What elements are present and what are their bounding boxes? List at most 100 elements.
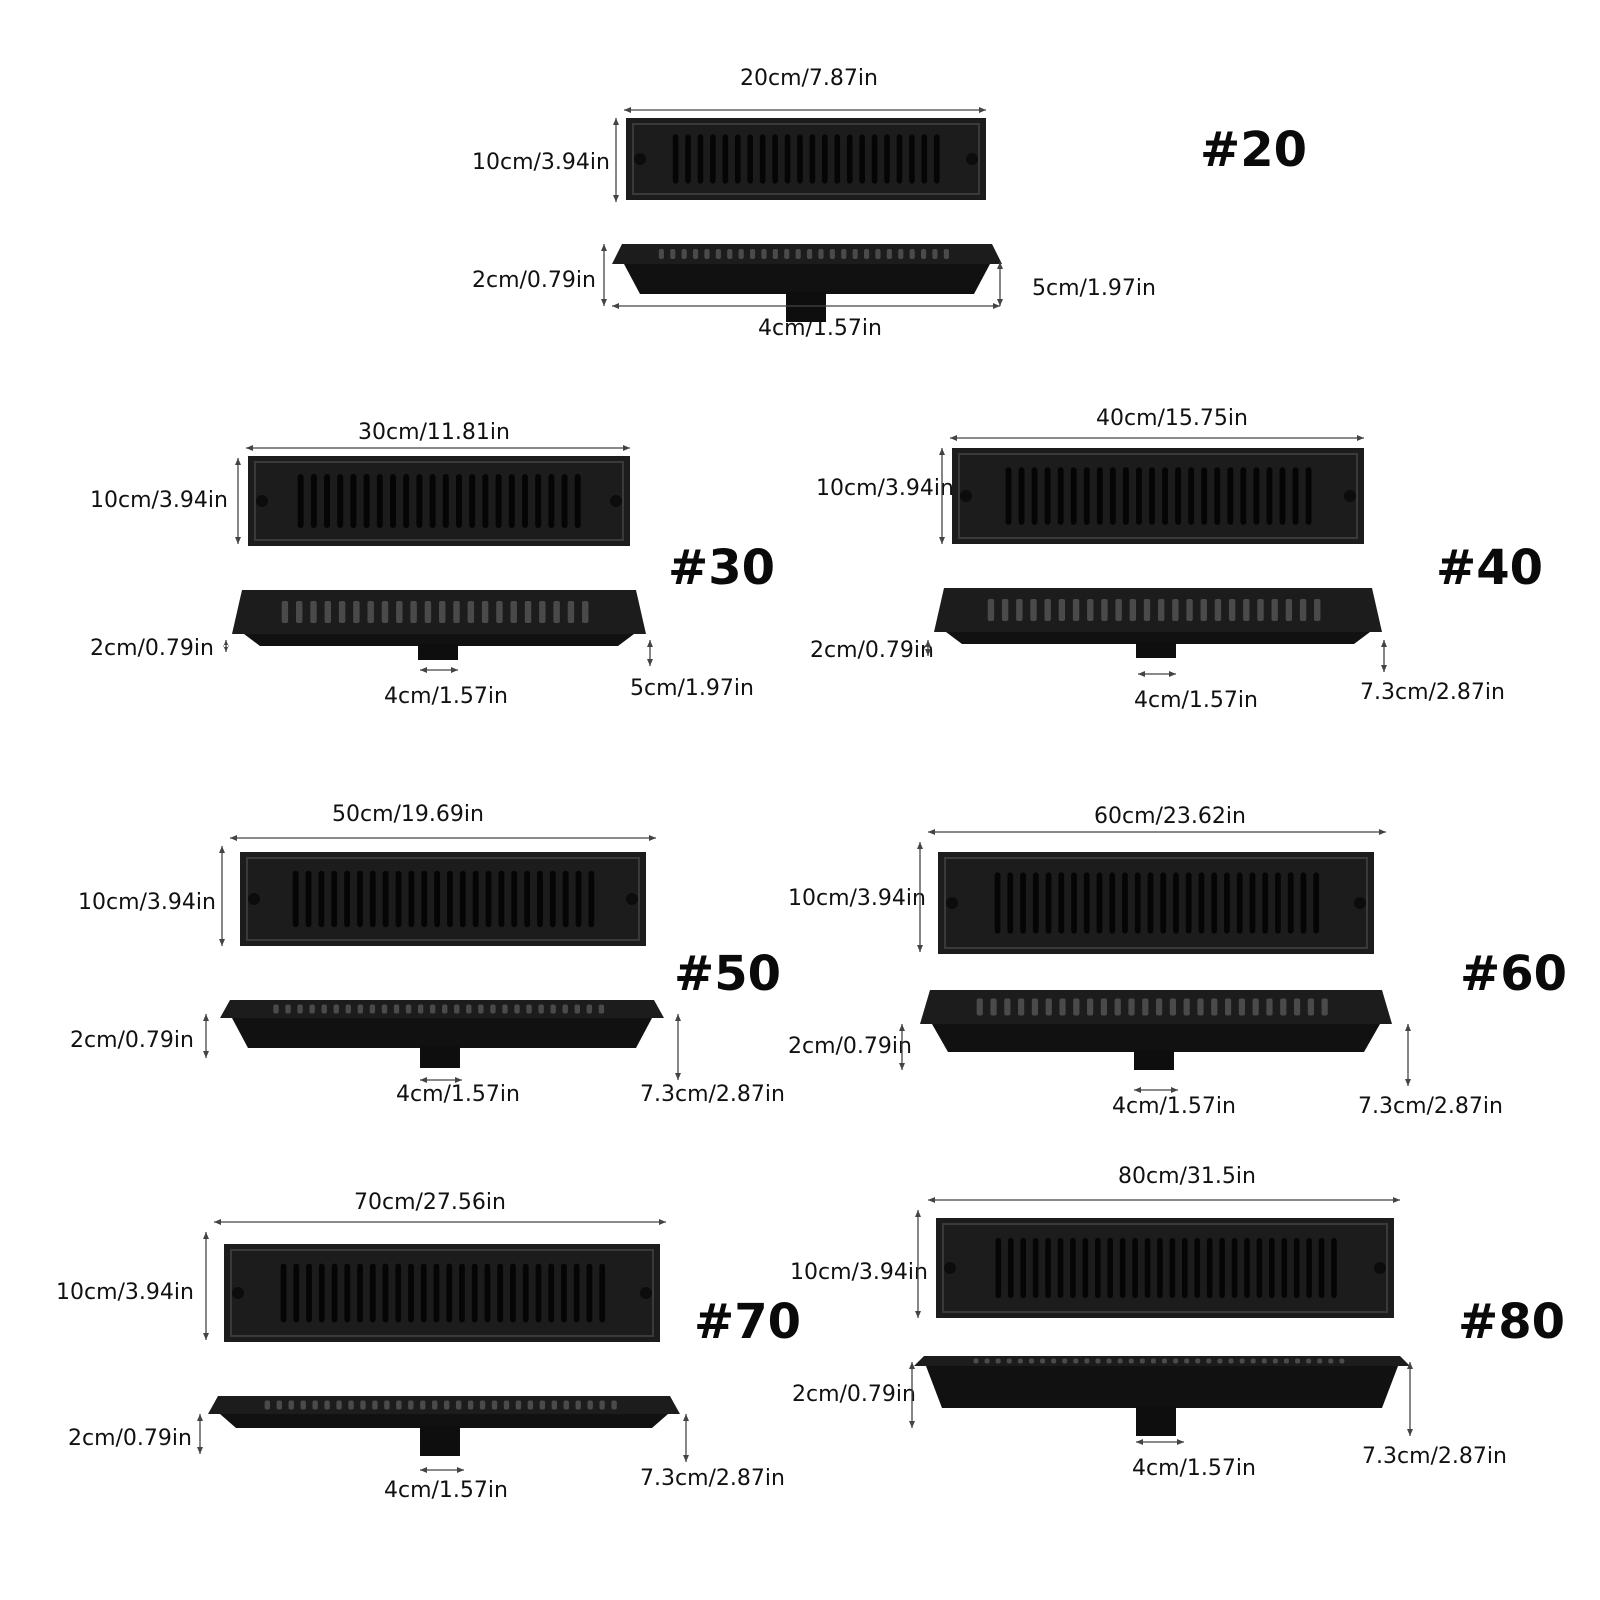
lip-slot <box>1051 1358 1057 1364</box>
grate-slot <box>1331 1238 1337 1298</box>
screw-right <box>626 893 638 905</box>
lip-slot <box>727 249 733 259</box>
lip-slot <box>1239 1358 1245 1364</box>
lip-slot <box>852 249 858 259</box>
lip-slot <box>353 601 360 623</box>
lip-slot <box>384 1400 390 1410</box>
lip-slot <box>909 249 915 259</box>
lip-slot <box>1139 1358 1145 1364</box>
lip-slot <box>829 249 835 259</box>
lip-slot <box>599 1400 605 1410</box>
lip-slot <box>1142 998 1149 1016</box>
lip-slot <box>1197 998 1204 1016</box>
total-height-label: 7.3cm/2.87in <box>640 1466 785 1491</box>
grate-inner-frame <box>246 857 640 941</box>
lip-slot <box>1143 599 1151 621</box>
channel-body <box>946 632 1370 644</box>
lip-slot <box>1115 599 1122 621</box>
lip-slot <box>1031 998 1039 1016</box>
screw-left <box>946 897 958 909</box>
grate-top-view <box>626 118 986 200</box>
grate-slot <box>337 474 344 528</box>
model-number: #60 <box>1460 946 1568 1002</box>
lip-slot <box>1206 1358 1212 1364</box>
lip-slot <box>1045 998 1052 1016</box>
lip-slot <box>563 1400 569 1410</box>
lip-slot <box>1150 1358 1156 1364</box>
lip-slot <box>393 1004 400 1014</box>
lip-slot <box>1084 1358 1090 1364</box>
lip-slot <box>1106 1358 1112 1364</box>
lip-slot <box>553 601 560 623</box>
arrowhead <box>925 640 931 656</box>
lip-slot <box>1006 1358 1012 1364</box>
grate-slot <box>672 134 679 184</box>
lip-slot <box>381 601 389 623</box>
lip-slot <box>1339 1358 1345 1364</box>
lip-slot <box>1017 1358 1023 1364</box>
grate-slot <box>884 134 890 184</box>
channel-body <box>624 264 990 294</box>
grate-inner-frame <box>230 1249 654 1337</box>
screw-left <box>248 893 260 905</box>
arrowhead <box>601 244 607 306</box>
arrowhead <box>647 640 653 666</box>
lip-slot <box>420 1400 426 1410</box>
lip-slot <box>496 601 503 623</box>
total-height-label: 7.3cm/2.87in <box>640 1082 785 1107</box>
grate-slot <box>497 1263 504 1323</box>
grate-inner-frame <box>944 857 1368 949</box>
lip-slot <box>1114 998 1121 1016</box>
frame-height-label: 2cm/0.79in <box>788 1034 912 1059</box>
lip-slot <box>1271 599 1278 621</box>
frame-height-label: 2cm/0.79in <box>472 268 596 293</box>
grate-slot <box>459 1263 465 1323</box>
grate-slot <box>1044 467 1051 525</box>
outlet-label: 4cm/1.57in <box>1132 1456 1256 1481</box>
lip-slot <box>345 1004 352 1014</box>
screw-left <box>634 153 646 165</box>
lip-slot <box>1100 998 1108 1016</box>
grate-slot <box>1134 872 1141 934</box>
lip-slot <box>715 249 721 259</box>
lip-slot <box>1243 599 1250 621</box>
lip-slot <box>417 1004 424 1014</box>
frame-height-label: 2cm/0.79in <box>90 636 214 661</box>
lip-slot <box>932 249 938 259</box>
grate-slot <box>376 474 383 528</box>
outlet-pipe <box>420 1426 460 1456</box>
lip-slot <box>1283 1358 1289 1364</box>
grate-slot <box>1262 872 1269 934</box>
grate-slot <box>1109 467 1116 525</box>
lip-slot <box>1186 599 1193 621</box>
screw-right <box>640 1287 652 1299</box>
model-number: #40 <box>1436 540 1544 596</box>
width-label: 10cm/3.94in <box>816 476 954 501</box>
grate-slot <box>1096 467 1103 525</box>
lip-slot <box>503 1400 510 1410</box>
grate-slot <box>1119 1238 1126 1298</box>
lip-slot <box>761 249 767 259</box>
grate-slot <box>1162 467 1168 525</box>
lip-slot <box>551 1400 557 1410</box>
frame-height-label: 2cm/0.79in <box>68 1426 192 1451</box>
lip-slot <box>1299 599 1307 621</box>
grate-slot <box>280 1263 287 1323</box>
screw-right <box>1344 490 1356 502</box>
lip-slot <box>1001 599 1009 621</box>
grate-slot <box>784 134 791 184</box>
lip-slot <box>454 1004 460 1014</box>
grate-slot <box>1292 467 1299 525</box>
grate-inner-frame <box>632 123 980 195</box>
grate-slot <box>1224 872 1230 934</box>
lip-slot <box>1062 1358 1068 1364</box>
grate-slot <box>390 474 396 528</box>
grate-slot <box>408 870 415 928</box>
screw-right <box>610 495 622 507</box>
grate-slot <box>382 1263 389 1323</box>
grate-slot <box>1173 872 1179 934</box>
lip-slot <box>524 601 532 623</box>
lip-slot <box>338 601 346 623</box>
lip-slot <box>990 998 997 1016</box>
